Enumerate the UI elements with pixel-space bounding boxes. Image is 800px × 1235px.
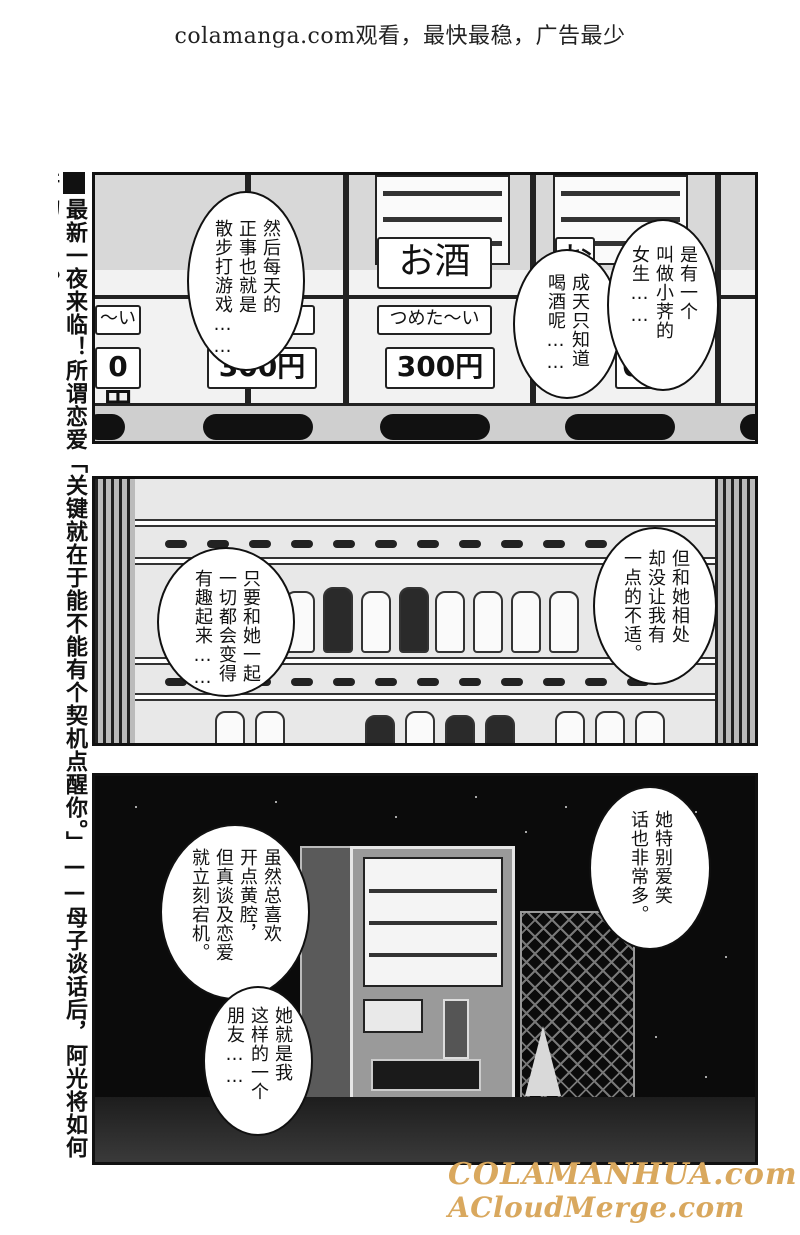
panel-night-scene: 虽然总喜欢开点黄腔，但真谈及恋爱就立刻宕机。 她特别爱笑话也非常多。 她就是我这…	[92, 773, 758, 1165]
ground	[95, 1097, 755, 1162]
panel-vending-labels: お酒 お つめた～い た～い ～い 300円 300円 0円 0円 然后每天的正…	[92, 172, 758, 444]
speech-bubble: 是有一个叫做小荠的女生……	[607, 219, 719, 391]
speech-bubble: 成天只知道喝酒呢……	[513, 249, 621, 399]
site-banner: colamanga.com观看，最快最稳，广告最少	[174, 24, 626, 49]
bubble-text: 然后每天的正事也就是散步打游戏……	[212, 219, 281, 358]
price-label: 0円	[95, 347, 141, 419]
watermark-line-2: ACloudMerge.com	[448, 1191, 745, 1224]
speech-bubble: 只要和她一起一切都会变得有趣起来……	[157, 547, 295, 697]
bubble-text: 是有一个叫做小荠的女生……	[629, 245, 698, 340]
temperature-label: ～い	[95, 305, 141, 335]
bubble-text: 成天只知道喝酒呢……	[545, 273, 590, 374]
panel-bottle-shelves: 只要和她一起一切都会变得有趣起来…… 但和她相处却没让我有一点的不适。	[92, 476, 758, 746]
side-caption: 最新一夜来临！所谓恋爱「关键就在于能不能有个契机点醒你。」——母子谈话后，阿光将…	[58, 172, 88, 1162]
speech-bubble: 然后每天的正事也就是散步打游戏……	[187, 191, 305, 371]
side-caption-text: 最新一夜来临！所谓恋爱「关键就在于能不能有个契机点醒你。」——母子谈话后，阿光将…	[58, 172, 87, 1159]
drink-label: お酒	[377, 237, 492, 289]
vending-machine	[350, 846, 515, 1116]
speech-bubble: 她特别爱笑话也非常多。	[589, 786, 711, 950]
temperature-label: つめた～い	[377, 305, 492, 335]
speech-bubble: 虽然总喜欢开点黄腔，但真谈及恋爱就立刻宕机。	[160, 824, 310, 1000]
button-row	[95, 403, 755, 441]
watermark-line-1: COLAMANHUA.com	[448, 1157, 798, 1192]
price-label: 300円	[385, 347, 495, 389]
watermark: COLAMANHUA.com ACloudMerge.com	[448, 1157, 798, 1230]
bubble-text: 她特别爱笑话也非常多。	[628, 810, 673, 924]
bubble-text: 虽然总喜欢开点黄腔，但真谈及恋爱就立刻宕机。	[189, 848, 282, 962]
bubble-text: 只要和她一起一切都会变得有趣起来……	[192, 569, 261, 689]
caption-marker	[63, 172, 85, 194]
speech-bubble: 但和她相处却没让我有一点的不适。	[593, 527, 717, 685]
speech-bubble: 她就是我这样的一个朋友……	[203, 986, 313, 1136]
bubble-text: 她就是我这样的一个朋友……	[224, 1006, 293, 1101]
traffic-cone	[525, 1026, 561, 1096]
bubble-text: 但和她相处却没让我有一点的不适。	[621, 549, 690, 663]
